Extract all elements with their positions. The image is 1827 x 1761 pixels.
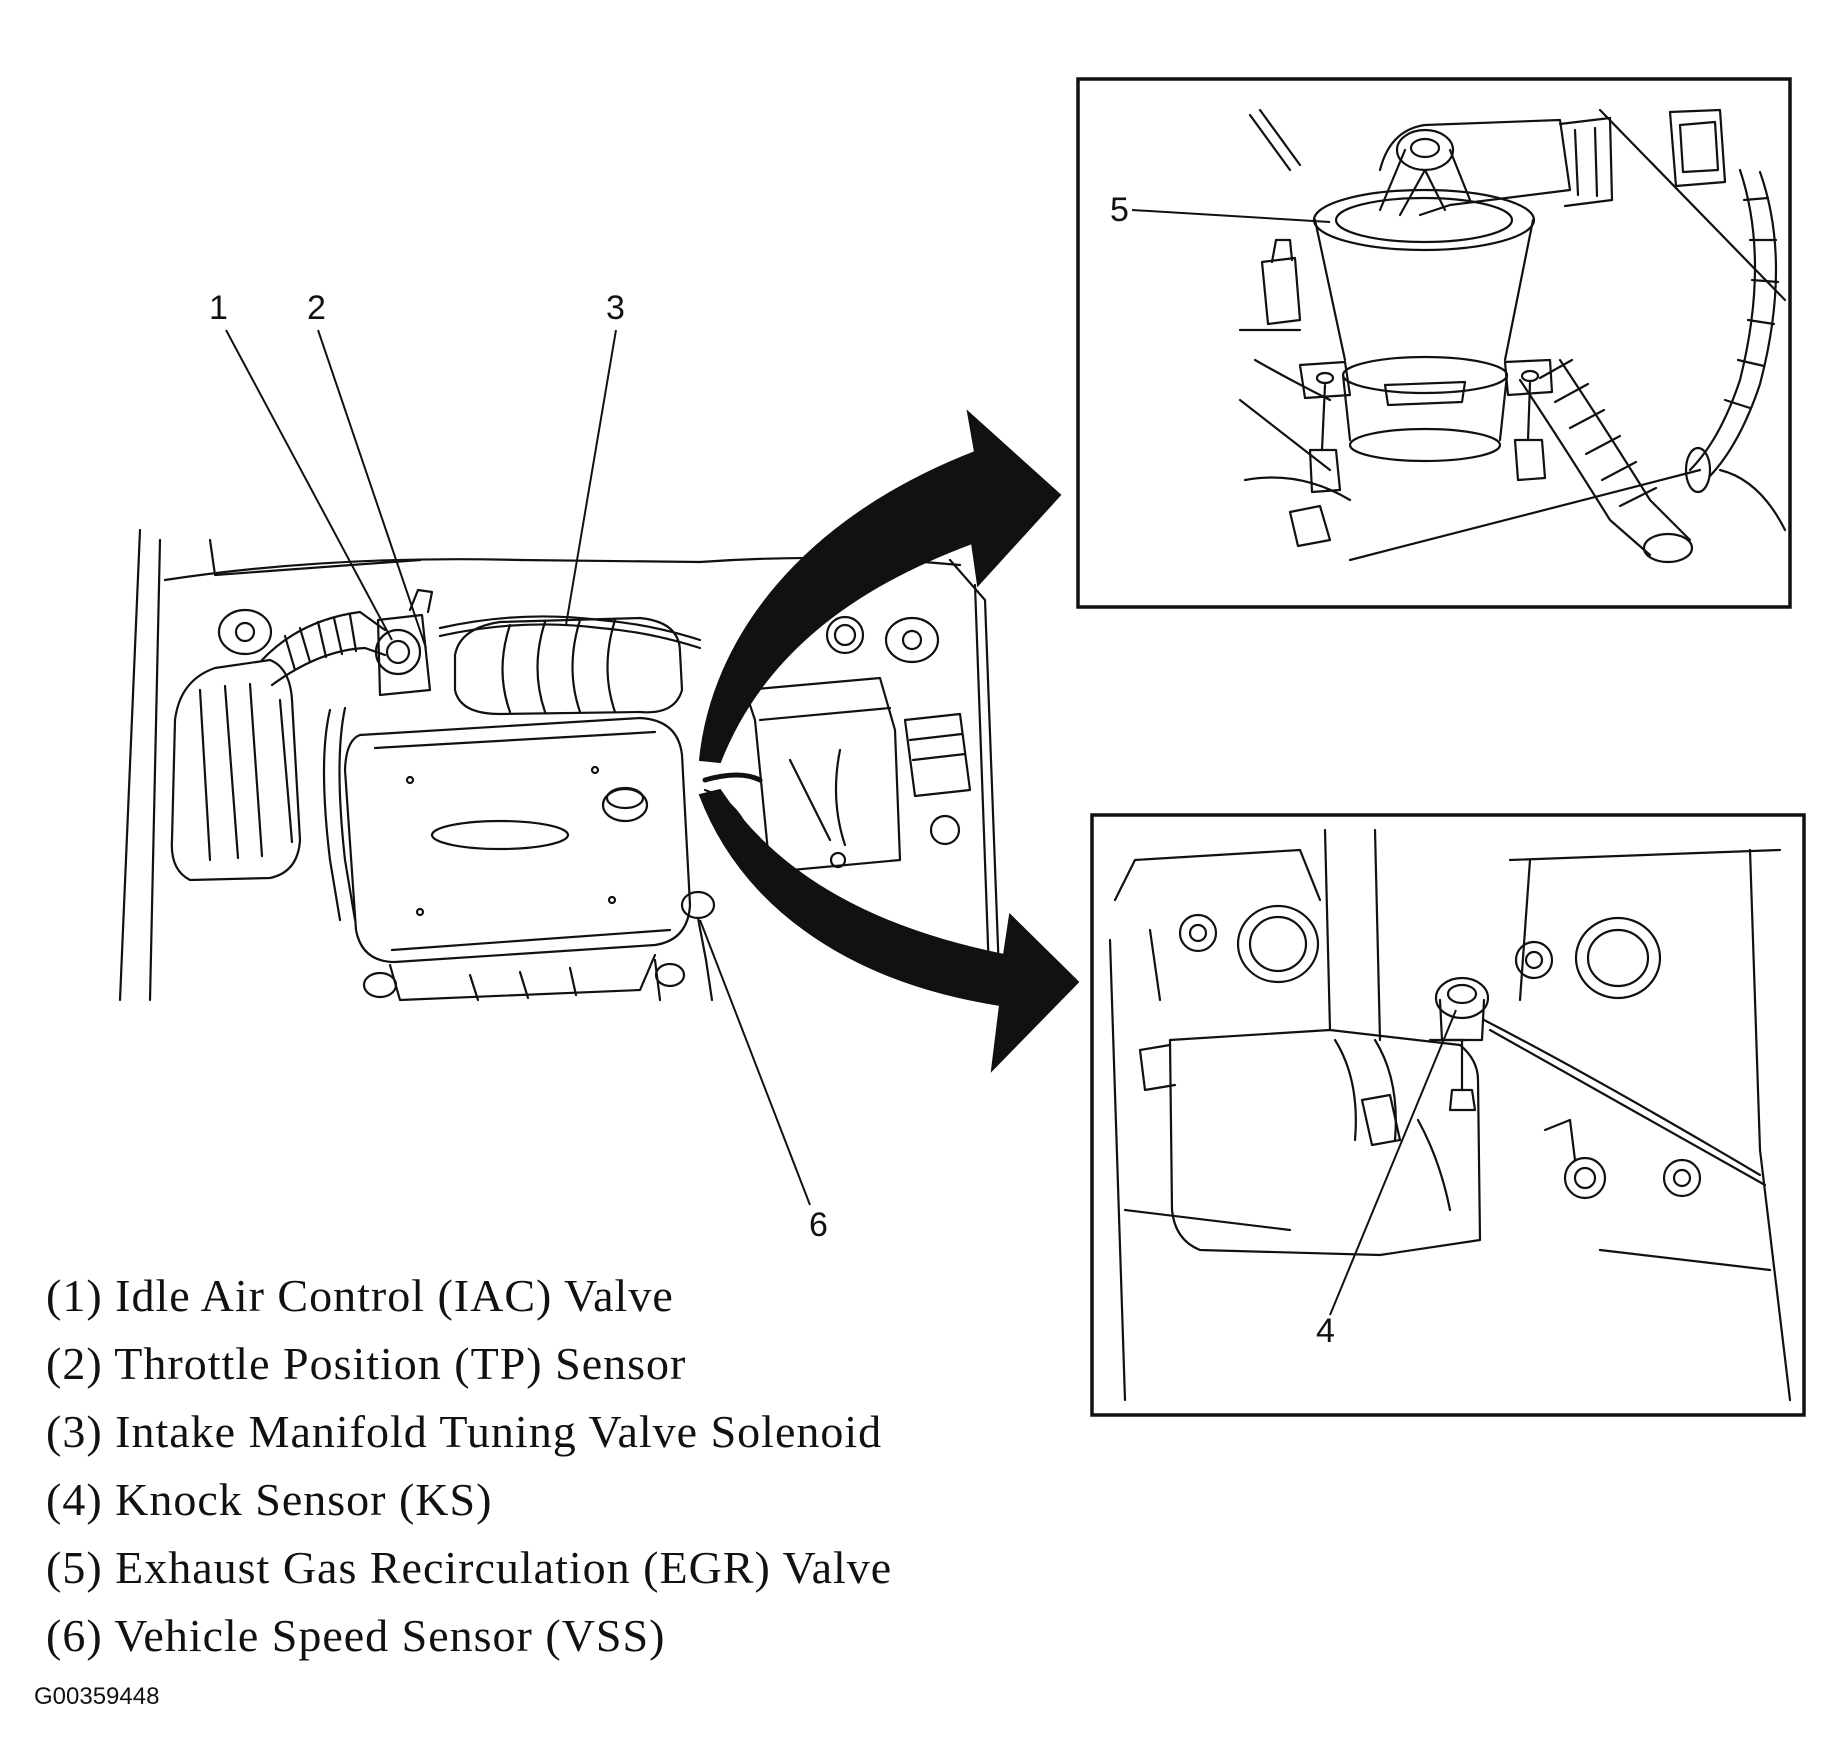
inset-egr-valve bbox=[1076, 77, 1792, 609]
engine-bay-illustration bbox=[118, 528, 1002, 1002]
figure-id: G00359448 bbox=[34, 1683, 160, 1710]
leader-lines bbox=[225, 209, 1457, 1316]
inset-knock-sensor bbox=[1090, 813, 1806, 1417]
callout-1: 1 bbox=[209, 289, 228, 327]
legend-item-tp-sensor: (2) Throttle Position (TP) Sensor bbox=[46, 1338, 687, 1389]
curved-arrow-lower-icon bbox=[698, 788, 1080, 1073]
callout-2: 2 bbox=[307, 289, 326, 327]
legend-item-vss: (6) Vehicle Speed Sensor (VSS) bbox=[46, 1610, 666, 1661]
legend-item-iac-valve: (1) Idle Air Control (IAC) Valve bbox=[46, 1270, 674, 1321]
callout-3: 3 bbox=[606, 289, 625, 327]
callout-4: 4 bbox=[1316, 1312, 1335, 1350]
curved-arrow-upper-icon bbox=[698, 409, 1062, 764]
callout-5: 5 bbox=[1110, 191, 1129, 229]
callout-6: 6 bbox=[809, 1206, 828, 1244]
legend-item-knock-sensor: (4) Knock Sensor (KS) bbox=[46, 1474, 493, 1525]
legend-item-imtv-solenoid: (3) Intake Manifold Tuning Valve Solenoi… bbox=[46, 1406, 883, 1457]
legend-item-egr-valve: (5) Exhaust Gas Recirculation (EGR) Valv… bbox=[46, 1542, 893, 1593]
component-legend: (1) Idle Air Control (IAC) Valve (2) Thr… bbox=[46, 1262, 892, 1670]
